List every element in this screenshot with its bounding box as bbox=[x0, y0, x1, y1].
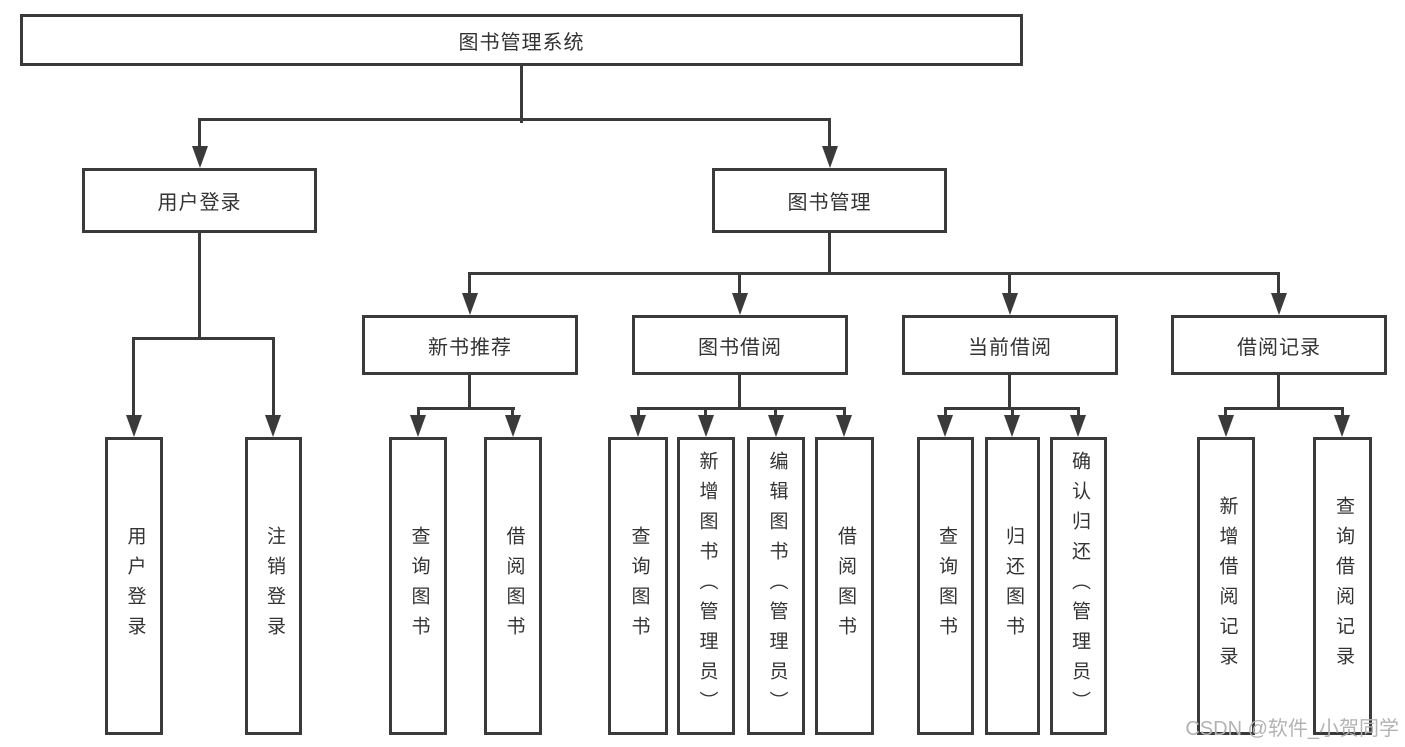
node-borrowing-records-label: 借阅记录 bbox=[1237, 336, 1321, 359]
arrow-down-icon bbox=[1334, 415, 1350, 437]
node-user-login-label: 用户登录 bbox=[157, 192, 242, 214]
connector-line bbox=[738, 272, 741, 297]
node-library-management-system-label: 图书管理系统 bbox=[458, 31, 585, 54]
connector-line bbox=[468, 272, 471, 297]
node-book-borrowing: 图书借阅 bbox=[632, 315, 848, 375]
connector-line bbox=[272, 337, 275, 420]
connector-line bbox=[1008, 375, 1011, 410]
arrow-down-icon bbox=[937, 415, 953, 437]
arrow-down-icon bbox=[1004, 415, 1020, 437]
arrow-down-icon bbox=[836, 415, 852, 437]
connector-bar bbox=[417, 407, 515, 410]
connector-line bbox=[1077, 407, 1080, 419]
arrow-down-icon bbox=[505, 415, 521, 437]
leaf-borrowing-add-books-admin: 新增图书（管理员） bbox=[677, 437, 735, 735]
connector-line bbox=[774, 407, 777, 419]
connector-line bbox=[132, 337, 135, 420]
leaf-borrowing-edit-books-admin: 编辑图书（管理员） bbox=[747, 437, 805, 735]
leaf-records-query-record: 查询借阅记录 bbox=[1313, 437, 1372, 735]
connector-bar bbox=[198, 118, 831, 121]
leaf-records-add-record-label: 新增借阅记录 bbox=[1216, 496, 1238, 676]
connector-bar bbox=[468, 272, 1280, 275]
connector-line bbox=[1341, 407, 1344, 419]
csdn-watermark: CSDN @软件_小贺同学 bbox=[1185, 718, 1399, 740]
connector-line bbox=[637, 407, 640, 419]
arrow-down-icon bbox=[1002, 293, 1018, 315]
node-current-borrowing: 当前借阅 bbox=[902, 315, 1118, 375]
arrow-down-icon bbox=[822, 146, 838, 168]
connector-line bbox=[511, 407, 514, 419]
connector-bar bbox=[637, 407, 846, 410]
connector-line bbox=[738, 375, 741, 410]
connector-line bbox=[1277, 375, 1280, 410]
connector-line bbox=[1011, 407, 1014, 419]
node-new-book-recommend-label: 新书推荐 bbox=[428, 336, 512, 359]
arrow-down-icon bbox=[192, 146, 208, 168]
connector-line bbox=[843, 407, 846, 419]
leaf-current-query-books-label: 查询图书 bbox=[935, 526, 957, 646]
leaf-current-query-books: 查询图书 bbox=[917, 437, 974, 735]
leaf-borrowing-borrow-books-label: 借阅图书 bbox=[834, 526, 856, 646]
arrow-down-icon bbox=[410, 415, 426, 437]
arrow-down-icon bbox=[768, 415, 784, 437]
leaf-current-confirm-return-admin: 确认归还（管理员） bbox=[1050, 437, 1107, 735]
node-library-management-system: 图书管理系统 bbox=[20, 14, 1023, 66]
arrow-down-icon bbox=[265, 415, 281, 437]
leaf-user-login-label: 用户登录 bbox=[124, 526, 146, 646]
connector-line bbox=[1008, 272, 1011, 297]
leaf-logout-label: 注销登录 bbox=[263, 526, 285, 646]
arrow-down-icon bbox=[462, 293, 478, 315]
leaf-borrowing-edit-books-admin-label: 编辑图书（管理员） bbox=[766, 451, 788, 721]
connector-line bbox=[1224, 407, 1227, 419]
node-book-borrowing-label: 图书借阅 bbox=[698, 336, 782, 359]
connector-line bbox=[944, 407, 947, 419]
leaf-recommend-borrow-books: 借阅图书 bbox=[484, 437, 542, 735]
node-current-borrowing-label: 当前借阅 bbox=[968, 336, 1052, 359]
connector-line bbox=[198, 118, 201, 150]
leaf-records-query-record-label: 查询借阅记录 bbox=[1332, 496, 1354, 676]
node-book-management: 图书管理 bbox=[712, 168, 947, 233]
node-book-management-label: 图书管理 bbox=[787, 192, 872, 214]
arrow-down-icon bbox=[1271, 293, 1287, 315]
arrow-down-icon bbox=[126, 415, 142, 437]
connector-line bbox=[828, 233, 831, 275]
node-user-login: 用户登录 bbox=[82, 168, 317, 233]
leaf-borrowing-borrow-books: 借阅图书 bbox=[815, 437, 874, 735]
arrow-down-icon bbox=[1070, 415, 1086, 437]
connector-line bbox=[704, 407, 707, 419]
leaf-records-add-record: 新增借阅记录 bbox=[1197, 437, 1255, 735]
node-new-book-recommend: 新书推荐 bbox=[362, 315, 578, 375]
arrow-down-icon bbox=[630, 415, 646, 437]
connector-line bbox=[468, 375, 471, 410]
arrow-down-icon bbox=[732, 293, 748, 315]
leaf-current-return-books-label: 归还图书 bbox=[1002, 526, 1024, 646]
leaf-borrowing-add-books-admin-label: 新增图书（管理员） bbox=[696, 451, 718, 721]
connector-line bbox=[520, 66, 523, 123]
connector-line bbox=[1277, 272, 1280, 297]
leaf-logout: 注销登录 bbox=[245, 437, 302, 735]
leaf-borrowing-query-books-label: 查询图书 bbox=[628, 526, 650, 646]
leaf-user-login: 用户登录 bbox=[105, 437, 163, 735]
leaf-recommend-query-books: 查询图书 bbox=[389, 437, 447, 735]
leaf-current-confirm-return-admin-label: 确认归还（管理员） bbox=[1068, 451, 1090, 721]
leaf-recommend-query-books-label: 查询图书 bbox=[408, 526, 430, 646]
node-borrowing-records: 借阅记录 bbox=[1171, 315, 1387, 375]
connector-bar bbox=[1224, 407, 1342, 410]
connector-line bbox=[198, 233, 201, 340]
leaf-current-return-books: 归还图书 bbox=[985, 437, 1040, 735]
arrow-down-icon bbox=[1218, 415, 1234, 437]
leaf-recommend-borrow-books-label: 借阅图书 bbox=[503, 526, 525, 646]
leaf-borrowing-query-books: 查询图书 bbox=[608, 437, 668, 735]
connector-line bbox=[417, 407, 420, 419]
connector-bar bbox=[132, 337, 275, 340]
connector-line bbox=[828, 118, 831, 150]
arrow-down-icon bbox=[698, 415, 714, 437]
